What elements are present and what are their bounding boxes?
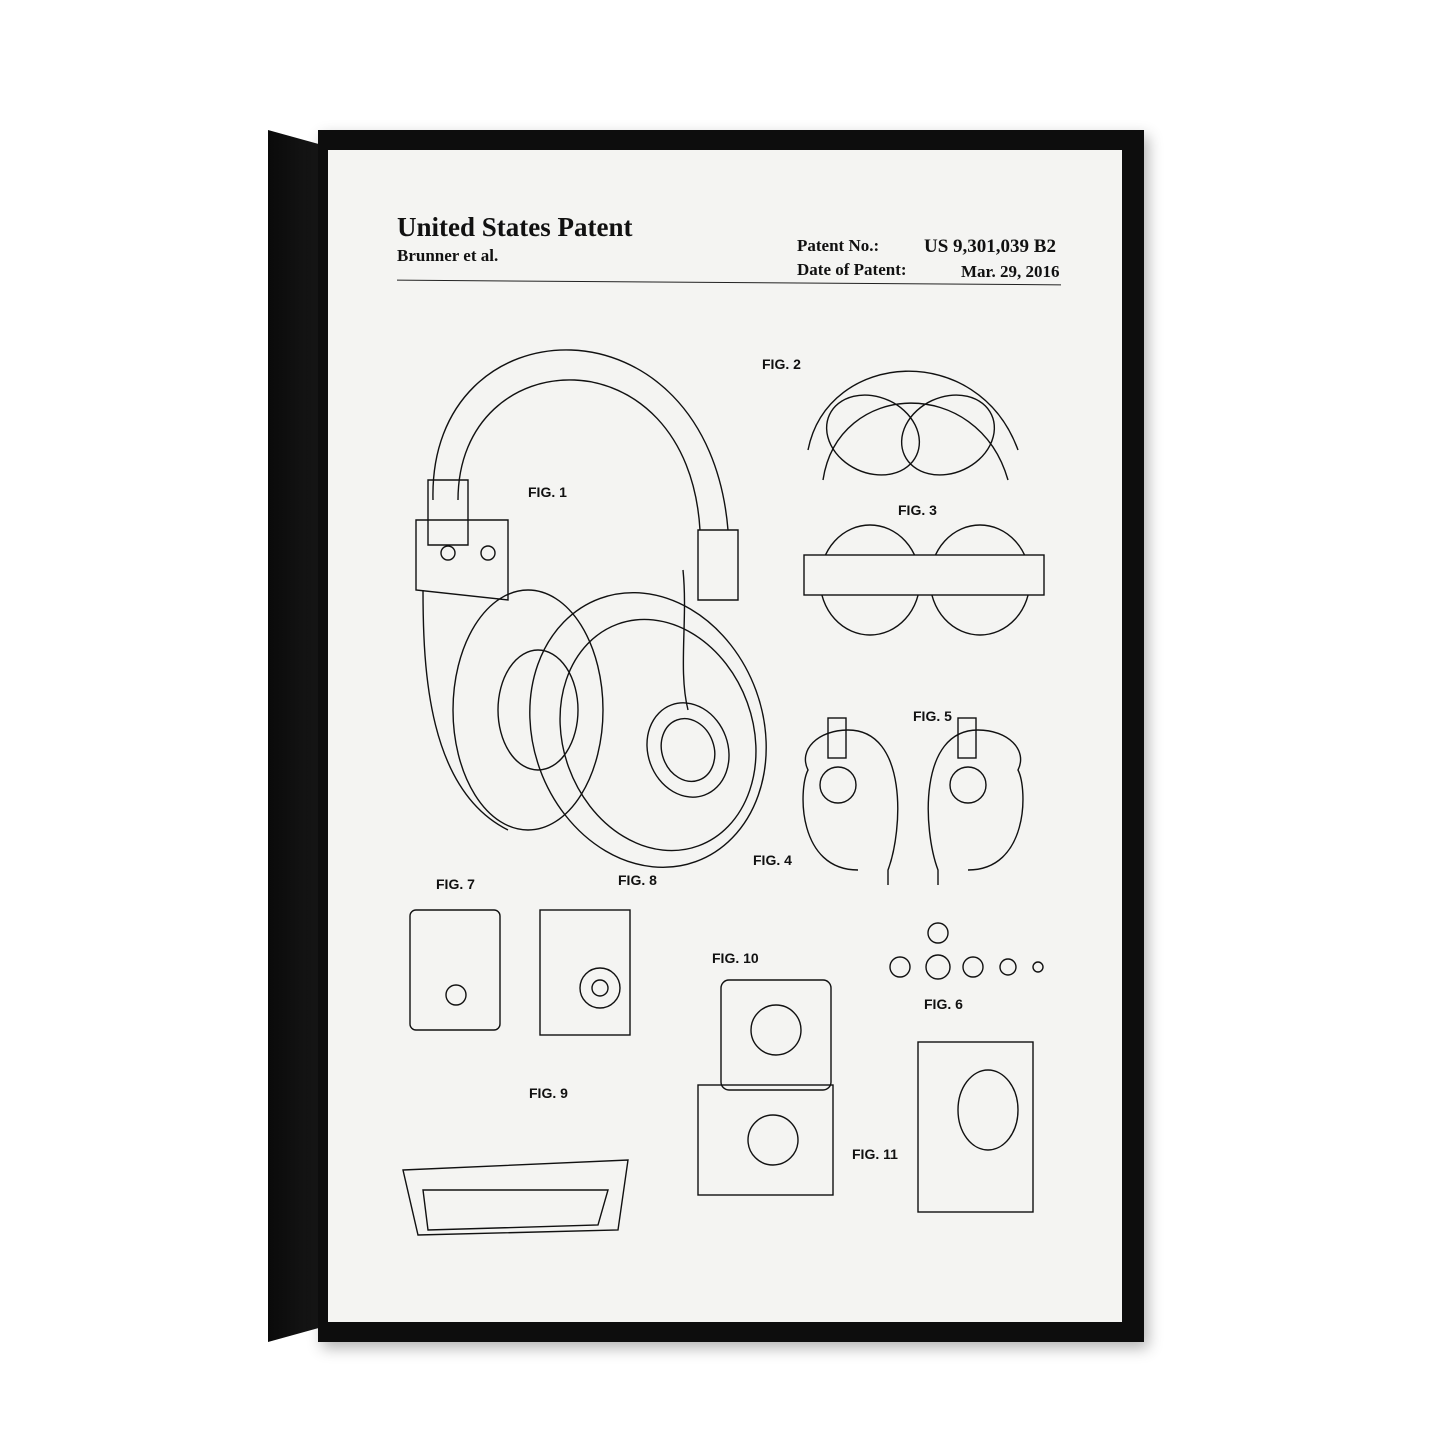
patent-drawings [402,349,1045,1236]
patent-print-canvas: United States Patent Brunner et al. Pate… [328,150,1122,1322]
inventor: Brunner et al. [397,246,499,265]
fig1-headphones-drawing [415,349,767,869]
fig7-fig8-hinge-drawings [409,909,631,1036]
fig5-label: FIG. 5 [913,708,952,724]
fig3-label: FIG. 3 [898,502,937,518]
fig9-cross-section-drawing [402,1159,629,1236]
fig8-label: FIG. 8 [618,872,657,888]
fig9-label: FIG. 9 [529,1085,568,1101]
patent-title: United States Patent [397,212,633,242]
fig7-label: FIG. 7 [436,876,475,892]
fig3-top-view-drawing [803,524,1045,636]
fig2-folded-headband-drawing [807,370,1019,481]
patent-no-label: Patent No.: [797,236,880,255]
fig4-fig5-head-profiles-drawing [802,717,1024,885]
fig4-label: FIG. 4 [753,852,792,868]
fig6-label: FIG. 6 [924,996,963,1012]
fig1-label: FIG. 1 [528,484,567,500]
fig11-section-view-drawing [917,1041,1034,1213]
patent-number: US 9,301,039 B2 [924,236,1056,257]
fig11-label: FIG. 11 [852,1146,898,1162]
fig10-label: FIG. 10 [712,950,759,966]
patent-date: Mar. 29, 2016 [961,262,1060,281]
fig10-earcup-mechanism-drawing [697,979,834,1196]
fig2-label: FIG. 2 [762,356,801,372]
date-label: Date of Patent: [797,260,907,279]
fig6-washers-drawing [889,922,1044,980]
